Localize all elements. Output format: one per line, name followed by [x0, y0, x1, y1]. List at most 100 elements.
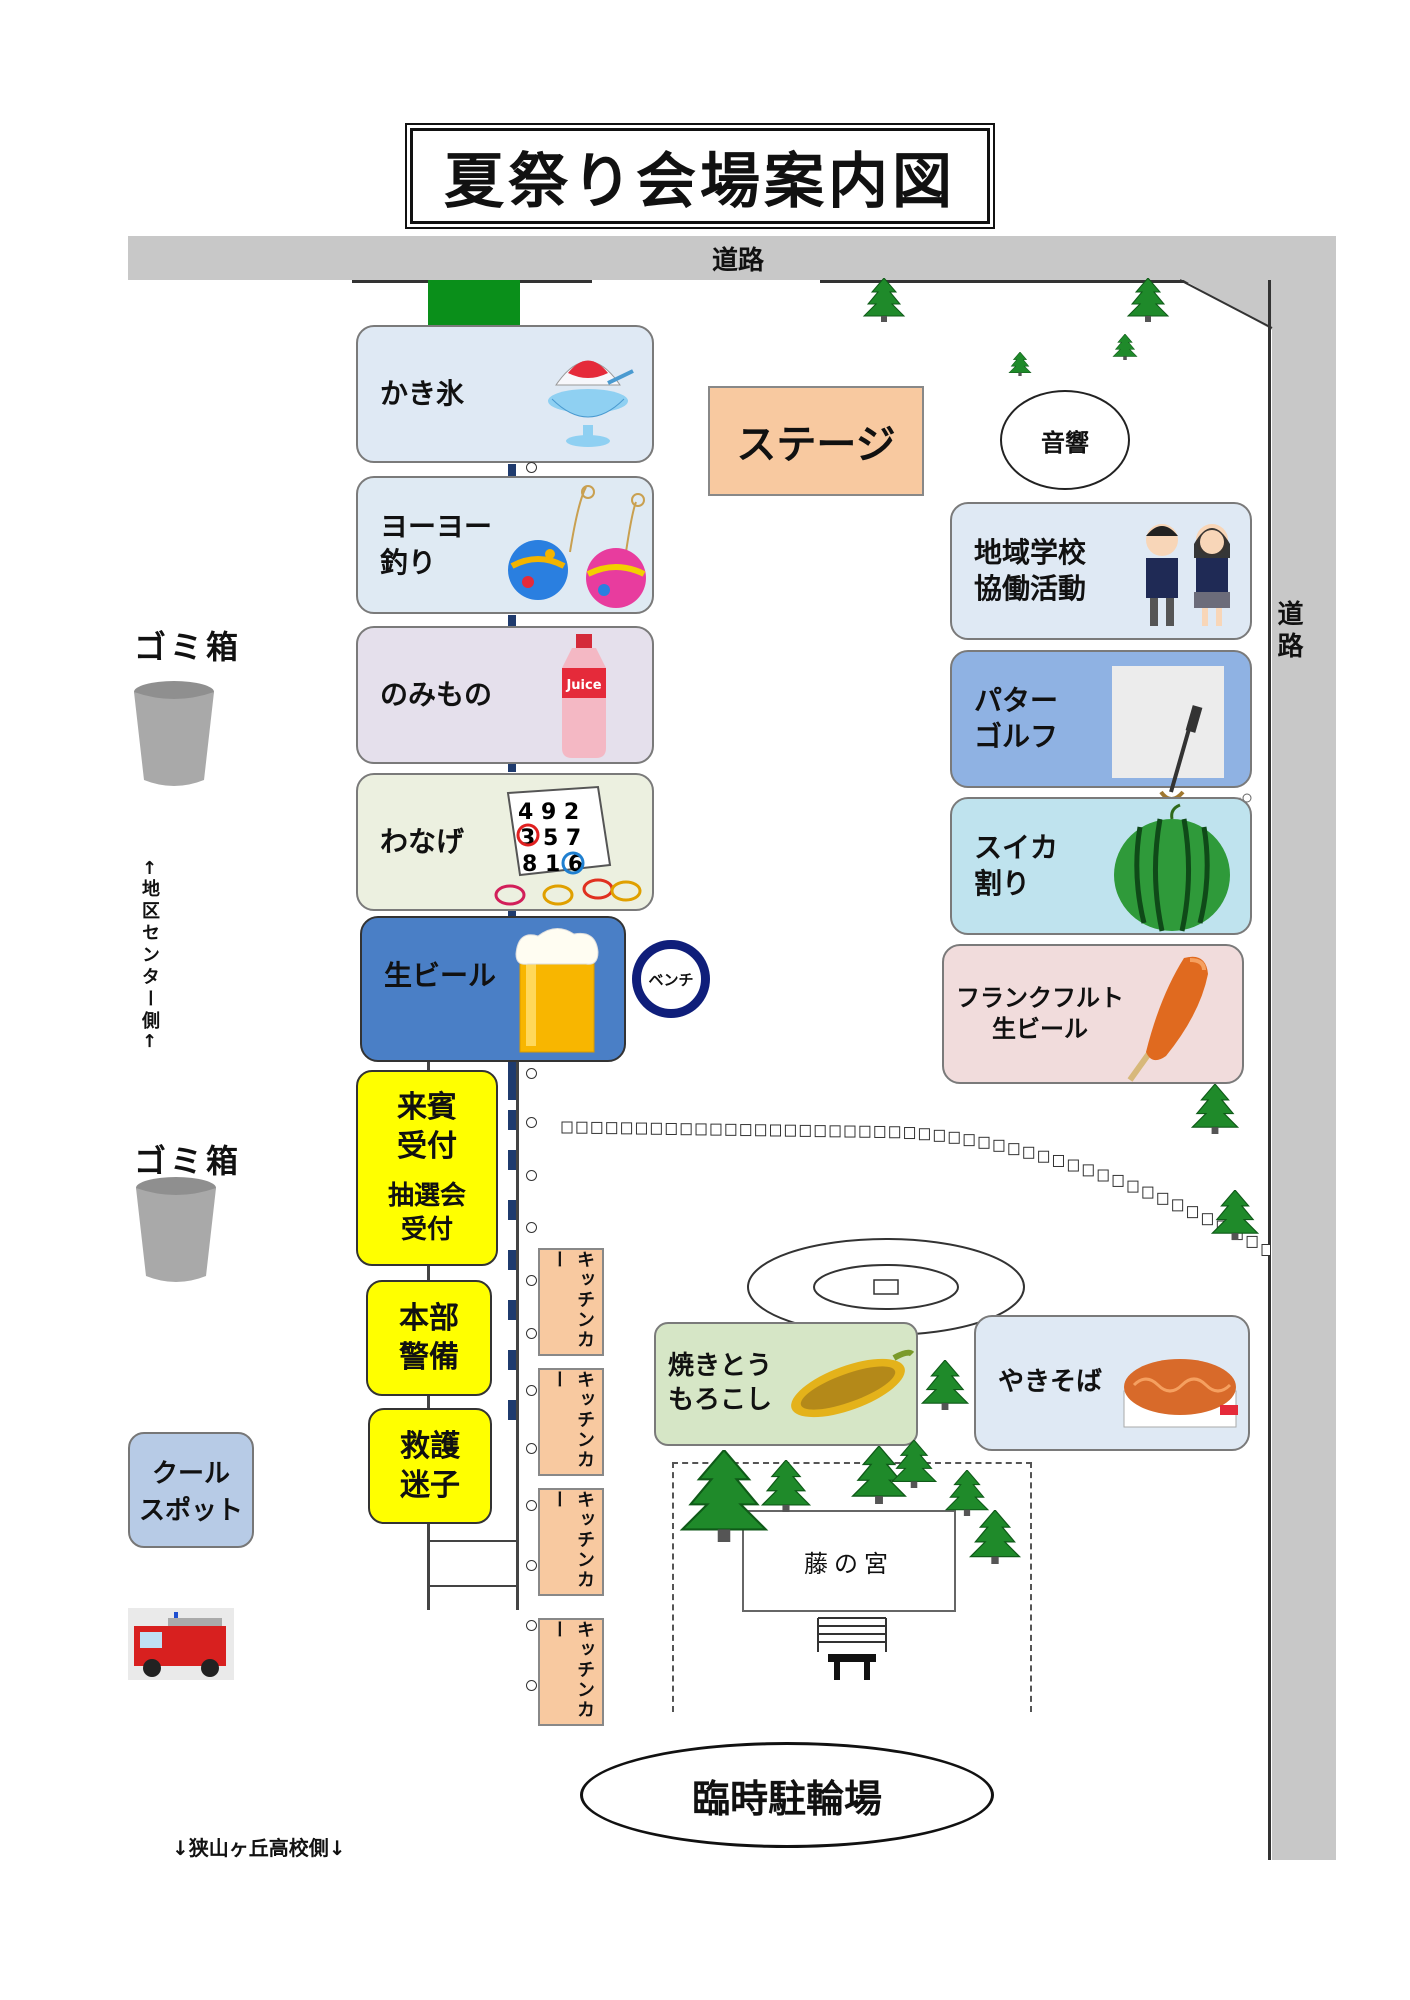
trash-can-icon: [136, 1177, 216, 1282]
lantern: [695, 1123, 707, 1136]
kitchen-car-3[interactable]: キッチンカー: [538, 1488, 604, 1596]
headquarters-booth[interactable]: 本部 警備: [366, 1280, 492, 1396]
booth-kakigori[interactable]: かき氷: [356, 325, 654, 463]
trash-label: ゴミ箱: [134, 628, 243, 666]
lantern: [1172, 1199, 1184, 1212]
booth-frankfurt[interactable]: フランクフルト 生ビール: [942, 944, 1244, 1084]
lantern: [591, 1121, 603, 1134]
lantern: [859, 1125, 871, 1138]
first-aid-label: 救護 迷子: [400, 1429, 460, 1503]
kitchen-car-2[interactable]: キッチンカー: [538, 1368, 604, 1476]
lantern: [993, 1139, 1005, 1152]
fence-mark: [508, 1400, 516, 1420]
lantern: [814, 1125, 826, 1138]
lantern: [1052, 1154, 1064, 1167]
road-top-label: 道路: [712, 246, 765, 276]
lamp-post: [526, 1117, 537, 1128]
booth-yoyo[interactable]: ヨーヨー 釣り: [356, 476, 654, 614]
lantern: [650, 1122, 662, 1135]
water-balloon-icon: [508, 485, 646, 608]
lantern: [1246, 1235, 1258, 1248]
shaved-ice-icon: [548, 360, 634, 447]
fence-mark: [508, 1300, 516, 1320]
lantern: [1008, 1143, 1020, 1156]
lantern: [918, 1128, 930, 1141]
lamp-post: [526, 1385, 537, 1396]
tree-icon: [851, 1446, 907, 1504]
fence-mark: [508, 1060, 516, 1100]
tree-icon: [1190, 1084, 1240, 1134]
sound-booth: 音響: [1000, 390, 1130, 490]
lamp-post: [526, 1500, 537, 1511]
lantern: [561, 1121, 573, 1134]
shrine-name: 藤の宮: [742, 1510, 956, 1612]
lantern: [978, 1136, 990, 1149]
kitchen-car-4[interactable]: キッチンカー: [538, 1618, 604, 1726]
lantern: [889, 1126, 901, 1139]
lantern: [1261, 1244, 1270, 1256]
lantern: [755, 1124, 767, 1137]
juice-bottle-icon: Juice: [562, 634, 606, 758]
lantern: [621, 1122, 633, 1135]
lantern: [874, 1125, 886, 1138]
lantern: [1142, 1186, 1154, 1199]
tree-icon: [1210, 1190, 1260, 1240]
booth-watermelon[interactable]: スイカ 割り: [950, 797, 1252, 935]
fence-mark: [508, 1110, 516, 1130]
fence-mark: [508, 1350, 516, 1370]
tree-icon: [890, 1440, 938, 1488]
putter-golf-icon: [1112, 666, 1252, 803]
lantern: [1157, 1192, 1169, 1205]
first-aid-booth[interactable]: 救護 迷子: [368, 1408, 492, 1524]
lantern: [933, 1129, 945, 1142]
lantern: [1038, 1150, 1050, 1163]
lantern: [1082, 1164, 1094, 1177]
booth-grilled-corn[interactable]: 焼きとう もろこし: [654, 1322, 918, 1446]
page-title: 夏祭り会場案内図: [405, 123, 995, 229]
booth-beer[interactable]: 生ビール: [360, 916, 626, 1062]
center-side-direction: ←地区センター側←: [139, 860, 160, 1053]
corn-dog-icon: [1127, 956, 1208, 1082]
kitchen-car-1[interactable]: キッチンカー: [538, 1248, 604, 1356]
fence-mark: [508, 1200, 516, 1220]
tree-icon: [1008, 352, 1032, 376]
lantern: [904, 1127, 916, 1140]
lantern: [1127, 1180, 1139, 1193]
booth-putter-golf[interactable]: パター ゴルフ: [950, 650, 1252, 803]
booth-drinks[interactable]: のみもの Juice: [356, 626, 654, 764]
tree-icon: [862, 278, 906, 322]
booth-ring-toss[interactable]: わなげ 4 9 2 3 5 7 8 1 6: [356, 773, 654, 911]
watermelon-icon: [1114, 803, 1230, 932]
lantern: [725, 1123, 737, 1136]
beer-mug-icon: [515, 928, 599, 1053]
school-side-direction: ↓狭山ヶ丘高校側↓: [172, 1836, 346, 1860]
lantern: [635, 1122, 647, 1135]
fence-mark: [508, 615, 516, 627]
lamp-post: [526, 1275, 537, 1286]
lantern: [665, 1122, 677, 1135]
grilled-corn-icon: [791, 1349, 914, 1418]
lantern: [1112, 1174, 1124, 1187]
lamp-post: [526, 1443, 537, 1454]
cool-spot: クール スポット: [128, 1432, 254, 1548]
guest-reception-label: 来賓 受付: [397, 1090, 457, 1165]
booth-school-activity[interactable]: 地域学校 協働活動: [950, 502, 1252, 640]
booth-label: パター ゴルフ: [974, 683, 1059, 753]
svg-text:4 9 2: 4 9 2: [518, 800, 579, 825]
yakisoba-icon: [1123, 1359, 1238, 1428]
bicycle-parking: 臨時駐輪場: [580, 1742, 994, 1848]
tree-icon: [760, 1460, 812, 1512]
boundary-line: [820, 280, 1190, 283]
bench: ベンチ: [632, 940, 710, 1018]
lantern: [770, 1124, 782, 1137]
lantern: [948, 1131, 960, 1144]
booth-yakisoba[interactable]: やきそば: [974, 1315, 1250, 1451]
headquarters-label: 本部 警備: [399, 1301, 459, 1375]
fence-mark: [508, 905, 516, 917]
lantern: [606, 1122, 618, 1135]
boundary-line: [516, 1060, 519, 1610]
reception-booth[interactable]: 来賓 受付 抽選会 受付: [356, 1070, 498, 1266]
fire-truck-icon: [128, 1608, 234, 1680]
lantern: [680, 1123, 692, 1136]
fence-mark: [508, 760, 516, 772]
